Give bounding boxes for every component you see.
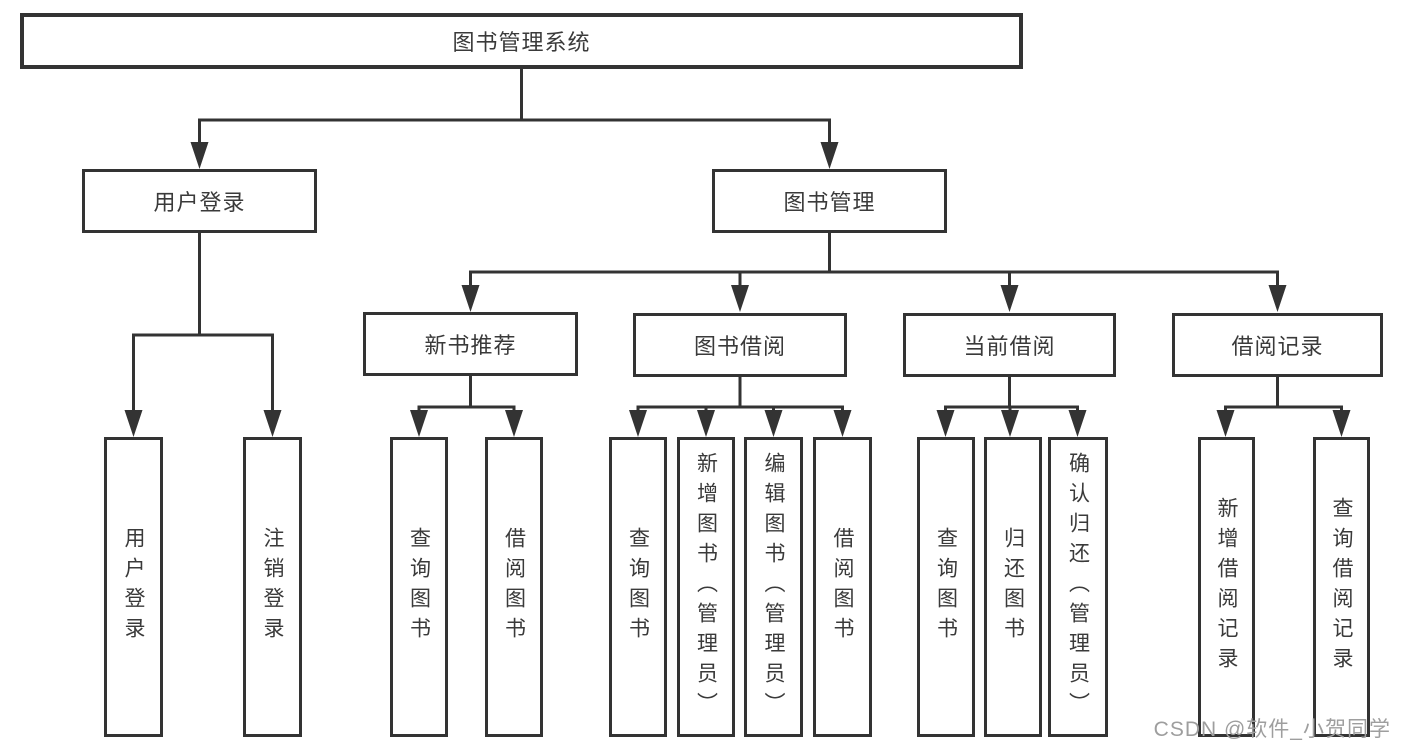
connector-line bbox=[469, 270, 1279, 290]
leaf-confirm-return-admin: 确认归还（管理员） bbox=[1048, 437, 1108, 737]
arrow-down-icon bbox=[820, 142, 839, 169]
node-root: 图书管理系统 bbox=[20, 13, 1023, 69]
node-borrow-records-label: 借阅记录 bbox=[1231, 334, 1324, 359]
connector-line bbox=[636, 405, 844, 414]
leaf-user-login-label: 用户登录 bbox=[122, 527, 145, 647]
arrow-down-icon bbox=[731, 285, 749, 312]
arrow-down-icon bbox=[629, 410, 647, 437]
node-current-borrow-label: 当前借阅 bbox=[963, 334, 1056, 359]
arrow-down-icon bbox=[190, 142, 209, 169]
leaf-add-borrow-record: 新增借阅记录 bbox=[1198, 437, 1255, 737]
node-user-login-label: 用户登录 bbox=[153, 190, 246, 215]
leaf-query-books-recommend-label: 查询图书 bbox=[407, 527, 431, 647]
leaf-query-books-borrow-label: 查询图书 bbox=[626, 527, 650, 647]
node-new-book-recommend: 新书推荐 bbox=[363, 312, 578, 376]
node-book-management-label: 图书管理 bbox=[783, 190, 876, 215]
leaf-add-books-admin-label: 新增图书（管理员） bbox=[694, 452, 718, 722]
leaf-borrow-books-recommend-label: 借阅图书 bbox=[502, 527, 526, 647]
arrow-down-icon bbox=[1332, 410, 1351, 437]
connector-line bbox=[198, 118, 831, 145]
arrow-down-icon bbox=[697, 410, 715, 437]
leaf-borrow-books-recommend: 借阅图书 bbox=[485, 437, 543, 737]
leaf-logout: 注销登录 bbox=[243, 437, 302, 737]
leaf-query-books-recommend: 查询图书 bbox=[390, 437, 448, 737]
arrow-down-icon bbox=[505, 410, 523, 437]
arrow-down-icon bbox=[410, 410, 428, 437]
node-book-borrow: 图书借阅 bbox=[633, 313, 847, 377]
leaf-query-books-borrow: 查询图书 bbox=[609, 437, 667, 737]
connector-line bbox=[417, 405, 516, 414]
watermark: CSDN @软件_小贺同学 bbox=[1153, 718, 1391, 741]
arrow-down-icon bbox=[833, 410, 852, 437]
arrow-down-icon bbox=[764, 410, 783, 437]
leaf-borrow-books-label: 借阅图书 bbox=[831, 527, 854, 647]
leaf-add-books-admin: 新增图书（管理员） bbox=[677, 437, 735, 737]
leaf-user-login: 用户登录 bbox=[104, 437, 163, 737]
node-current-borrow: 当前借阅 bbox=[903, 313, 1116, 377]
arrow-down-icon bbox=[1268, 285, 1287, 312]
node-user-login: 用户登录 bbox=[82, 169, 317, 233]
arrowhead-group bbox=[124, 142, 1351, 437]
leaf-confirm-return-admin-label: 确认归还（管理员） bbox=[1066, 452, 1090, 722]
arrow-down-icon bbox=[263, 410, 282, 437]
leaf-borrow-books: 借阅图书 bbox=[813, 437, 872, 737]
arrow-down-icon bbox=[936, 410, 955, 437]
node-borrow-records: 借阅记录 bbox=[1172, 313, 1383, 377]
node-book-management: 图书管理 bbox=[712, 169, 947, 233]
leaf-return-books-label: 归还图书 bbox=[1001, 527, 1025, 647]
arrow-down-icon bbox=[1068, 410, 1087, 437]
leaf-edit-books-admin: 编辑图书（管理员） bbox=[744, 437, 803, 737]
leaf-edit-books-admin-label: 编辑图书（管理员） bbox=[762, 452, 785, 722]
leaf-add-borrow-record-label: 新增借阅记录 bbox=[1215, 497, 1238, 677]
leaf-query-books-current: 查询图书 bbox=[917, 437, 975, 737]
leaf-query-borrow-record-label: 查询借阅记录 bbox=[1330, 497, 1353, 677]
node-new-book-recommend-label: 新书推荐 bbox=[424, 333, 517, 358]
node-root-label: 图书管理系统 bbox=[452, 30, 591, 55]
leaf-query-borrow-record: 查询借阅记录 bbox=[1313, 437, 1370, 737]
arrow-down-icon bbox=[461, 285, 480, 312]
arrow-down-icon bbox=[1000, 285, 1019, 312]
connector-line bbox=[132, 333, 274, 413]
node-book-borrow-label: 图书借阅 bbox=[693, 334, 786, 359]
leaf-return-books: 归还图书 bbox=[984, 437, 1042, 737]
arrow-down-icon bbox=[1216, 410, 1235, 437]
leaf-logout-label: 注销登录 bbox=[261, 527, 284, 647]
arrow-down-icon bbox=[1001, 410, 1019, 437]
leaf-query-books-current-label: 查询图书 bbox=[934, 527, 958, 647]
connector-line bbox=[1224, 405, 1343, 414]
arrow-down-icon bbox=[124, 410, 143, 437]
